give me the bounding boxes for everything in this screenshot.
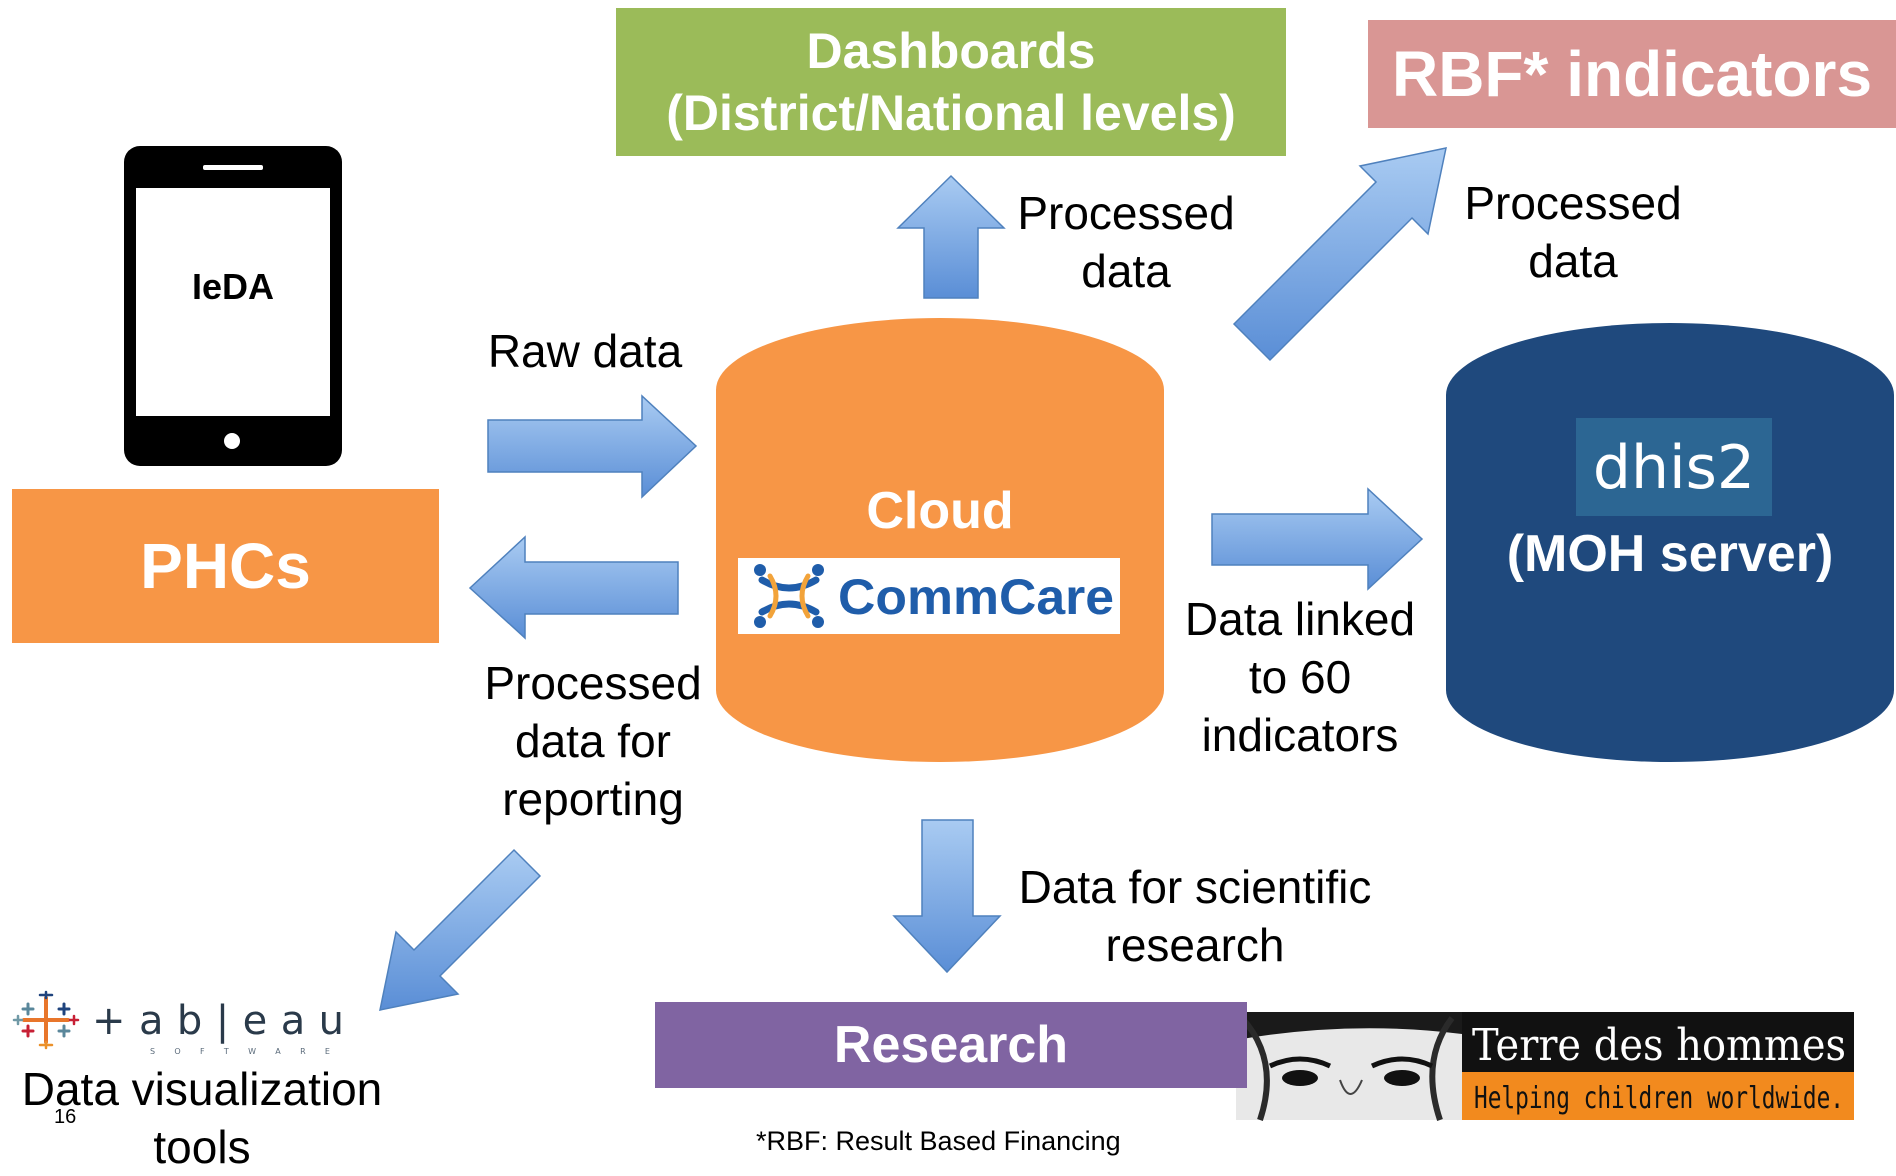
tableau-wordmark: + a b | e a u [92, 998, 344, 1044]
rbf-label: RBF* indicators [1391, 38, 1873, 110]
terre-des-hommes-logo: Terre des hommes Helping children worldw… [1236, 1012, 1854, 1121]
moh-server-label: (MOH server) [1506, 525, 1834, 583]
commcare-people-icon [754, 564, 824, 628]
arrow-raw-data [487, 394, 698, 499]
footnote: *RBF: Result Based Financing [756, 1126, 1121, 1156]
label-processed-dashboards: Processed data [1017, 187, 1235, 297]
rbf-indicators-box: RBF* indicators [1368, 20, 1896, 128]
terre-title-text: Terre des hommes [1472, 1020, 1846, 1071]
arrow-processed-reporting [468, 535, 679, 640]
arrow-to-tableau [379, 848, 542, 1011]
commcare-logo: CommCare [738, 558, 1120, 634]
phcs-label: PHCs [140, 530, 311, 602]
arrow-to-dhis2 [1211, 487, 1424, 591]
dashboards-line-1: Dashboards [806, 23, 1096, 79]
label-linked-indicators: Data linked to 60 indicators [1184, 593, 1416, 761]
tableau-cross-icon [12, 990, 80, 1050]
research-box: Research [655, 1002, 1247, 1088]
research-label: Research [833, 1016, 1069, 1074]
cloud-cylinder [716, 318, 1164, 762]
label-raw-data: Raw data [487, 325, 683, 377]
label-processed-reporting: Processed data for reporting [484, 657, 702, 825]
tableau-software-text: S O F T W A R E [150, 1047, 330, 1056]
arrow-to-rbf [1232, 147, 1447, 362]
label-data-visualization: Data visualization tools [21, 1063, 383, 1173]
cloud-label: Cloud [866, 482, 1014, 540]
dhis2-logo: dhis2 [1576, 418, 1772, 516]
page-number: 16 [54, 1106, 77, 1128]
child-face-image [1236, 1012, 1462, 1121]
dashboards-line-2: (District/National levels) [666, 85, 1236, 141]
dhis2-wordmark: dhis2 [1593, 433, 1755, 503]
moh-server-cylinder [1446, 323, 1894, 762]
terre-tagline-text: Helping children worldwide. [1474, 1081, 1844, 1116]
arrow-to-research [892, 819, 1002, 974]
arrow-to-dashboards [896, 174, 1006, 299]
tablet-icon [124, 146, 342, 466]
commcare-wordmark: CommCare [838, 569, 1114, 625]
tableau-logo: + a b | e a u S O F T W A R E [12, 990, 344, 1056]
label-processed-rbf: Processed data [1464, 177, 1682, 287]
dashboards-box: Dashboards (District/National levels) [616, 8, 1286, 156]
phcs-box: PHCs [12, 489, 439, 643]
label-scientific-research: Data for scientific research [1018, 861, 1372, 971]
phone-label: IeDA [191, 266, 275, 307]
